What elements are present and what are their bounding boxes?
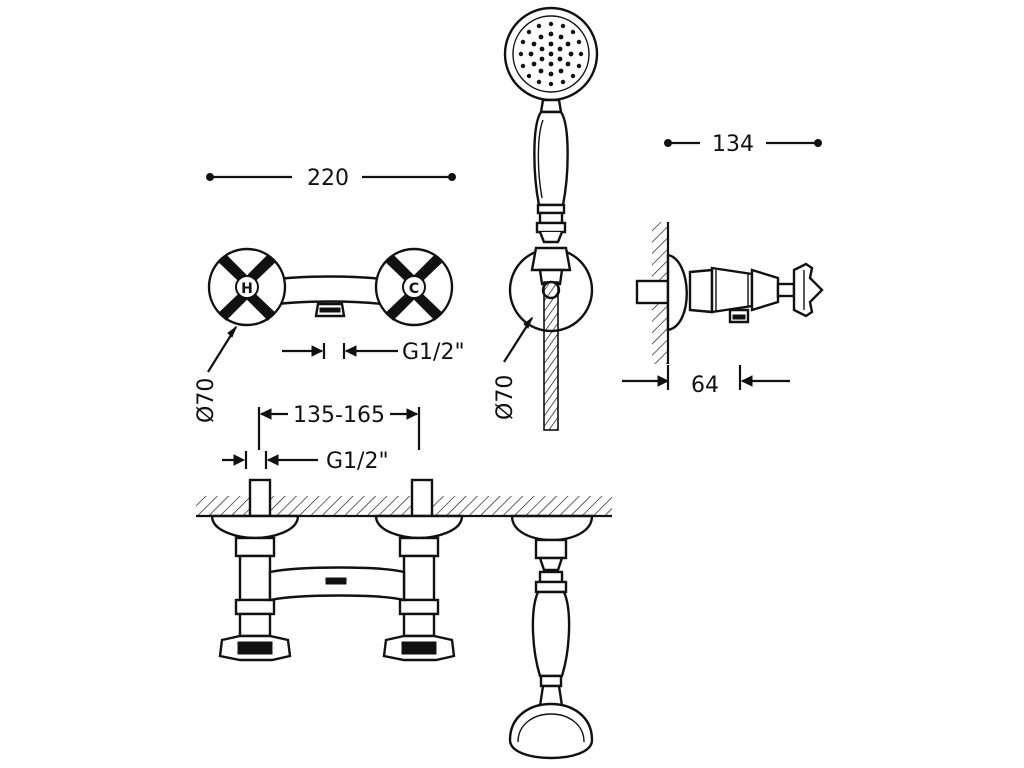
dimension-holder-diameter: Ø70 bbox=[493, 316, 534, 420]
shower-hose bbox=[543, 281, 559, 431]
handle-diameter-label: Ø70 bbox=[194, 378, 219, 423]
thread-bottom-label: G1/2" bbox=[326, 449, 389, 474]
dimension-220: 220 bbox=[206, 166, 456, 191]
dimension-64-label: 64 bbox=[691, 373, 719, 398]
wall-mixer-front: H C bbox=[207, 247, 454, 327]
cold-mark: C bbox=[409, 281, 419, 297]
dimension-220-label: 220 bbox=[307, 166, 349, 191]
holder-diameter-label: Ø70 bbox=[493, 375, 518, 420]
dimension-handle-diameter: Ø70 bbox=[194, 325, 238, 423]
hand-shower-front bbox=[503, 6, 599, 244]
dimension-134: 134 bbox=[664, 132, 822, 157]
deck-hand-shower bbox=[508, 570, 594, 760]
shower-holder-front bbox=[508, 246, 594, 431]
deck-mixer bbox=[196, 478, 612, 760]
wall-mixer-side bbox=[635, 222, 824, 364]
deck-hatch bbox=[196, 496, 612, 516]
cold-handle: C bbox=[374, 247, 454, 327]
dimension-135-165: 135-165 bbox=[257, 403, 421, 450]
dimension-64: 64 bbox=[622, 365, 790, 398]
deck-shower-holder bbox=[510, 514, 594, 572]
thread-top-label: G1/2" bbox=[402, 340, 465, 365]
dimension-thread-bottom: G1/2" bbox=[222, 449, 389, 474]
deck-right-valve bbox=[374, 514, 464, 662]
dimension-134-label: 134 bbox=[712, 132, 754, 157]
spray-nozzles bbox=[518, 21, 584, 87]
dimension-thread-top: G1/2" bbox=[282, 340, 465, 365]
hot-mark: H bbox=[241, 281, 253, 297]
deck-left-valve bbox=[210, 514, 300, 662]
hot-handle: H bbox=[207, 247, 287, 327]
dimension-135-165-label: 135-165 bbox=[293, 403, 385, 428]
